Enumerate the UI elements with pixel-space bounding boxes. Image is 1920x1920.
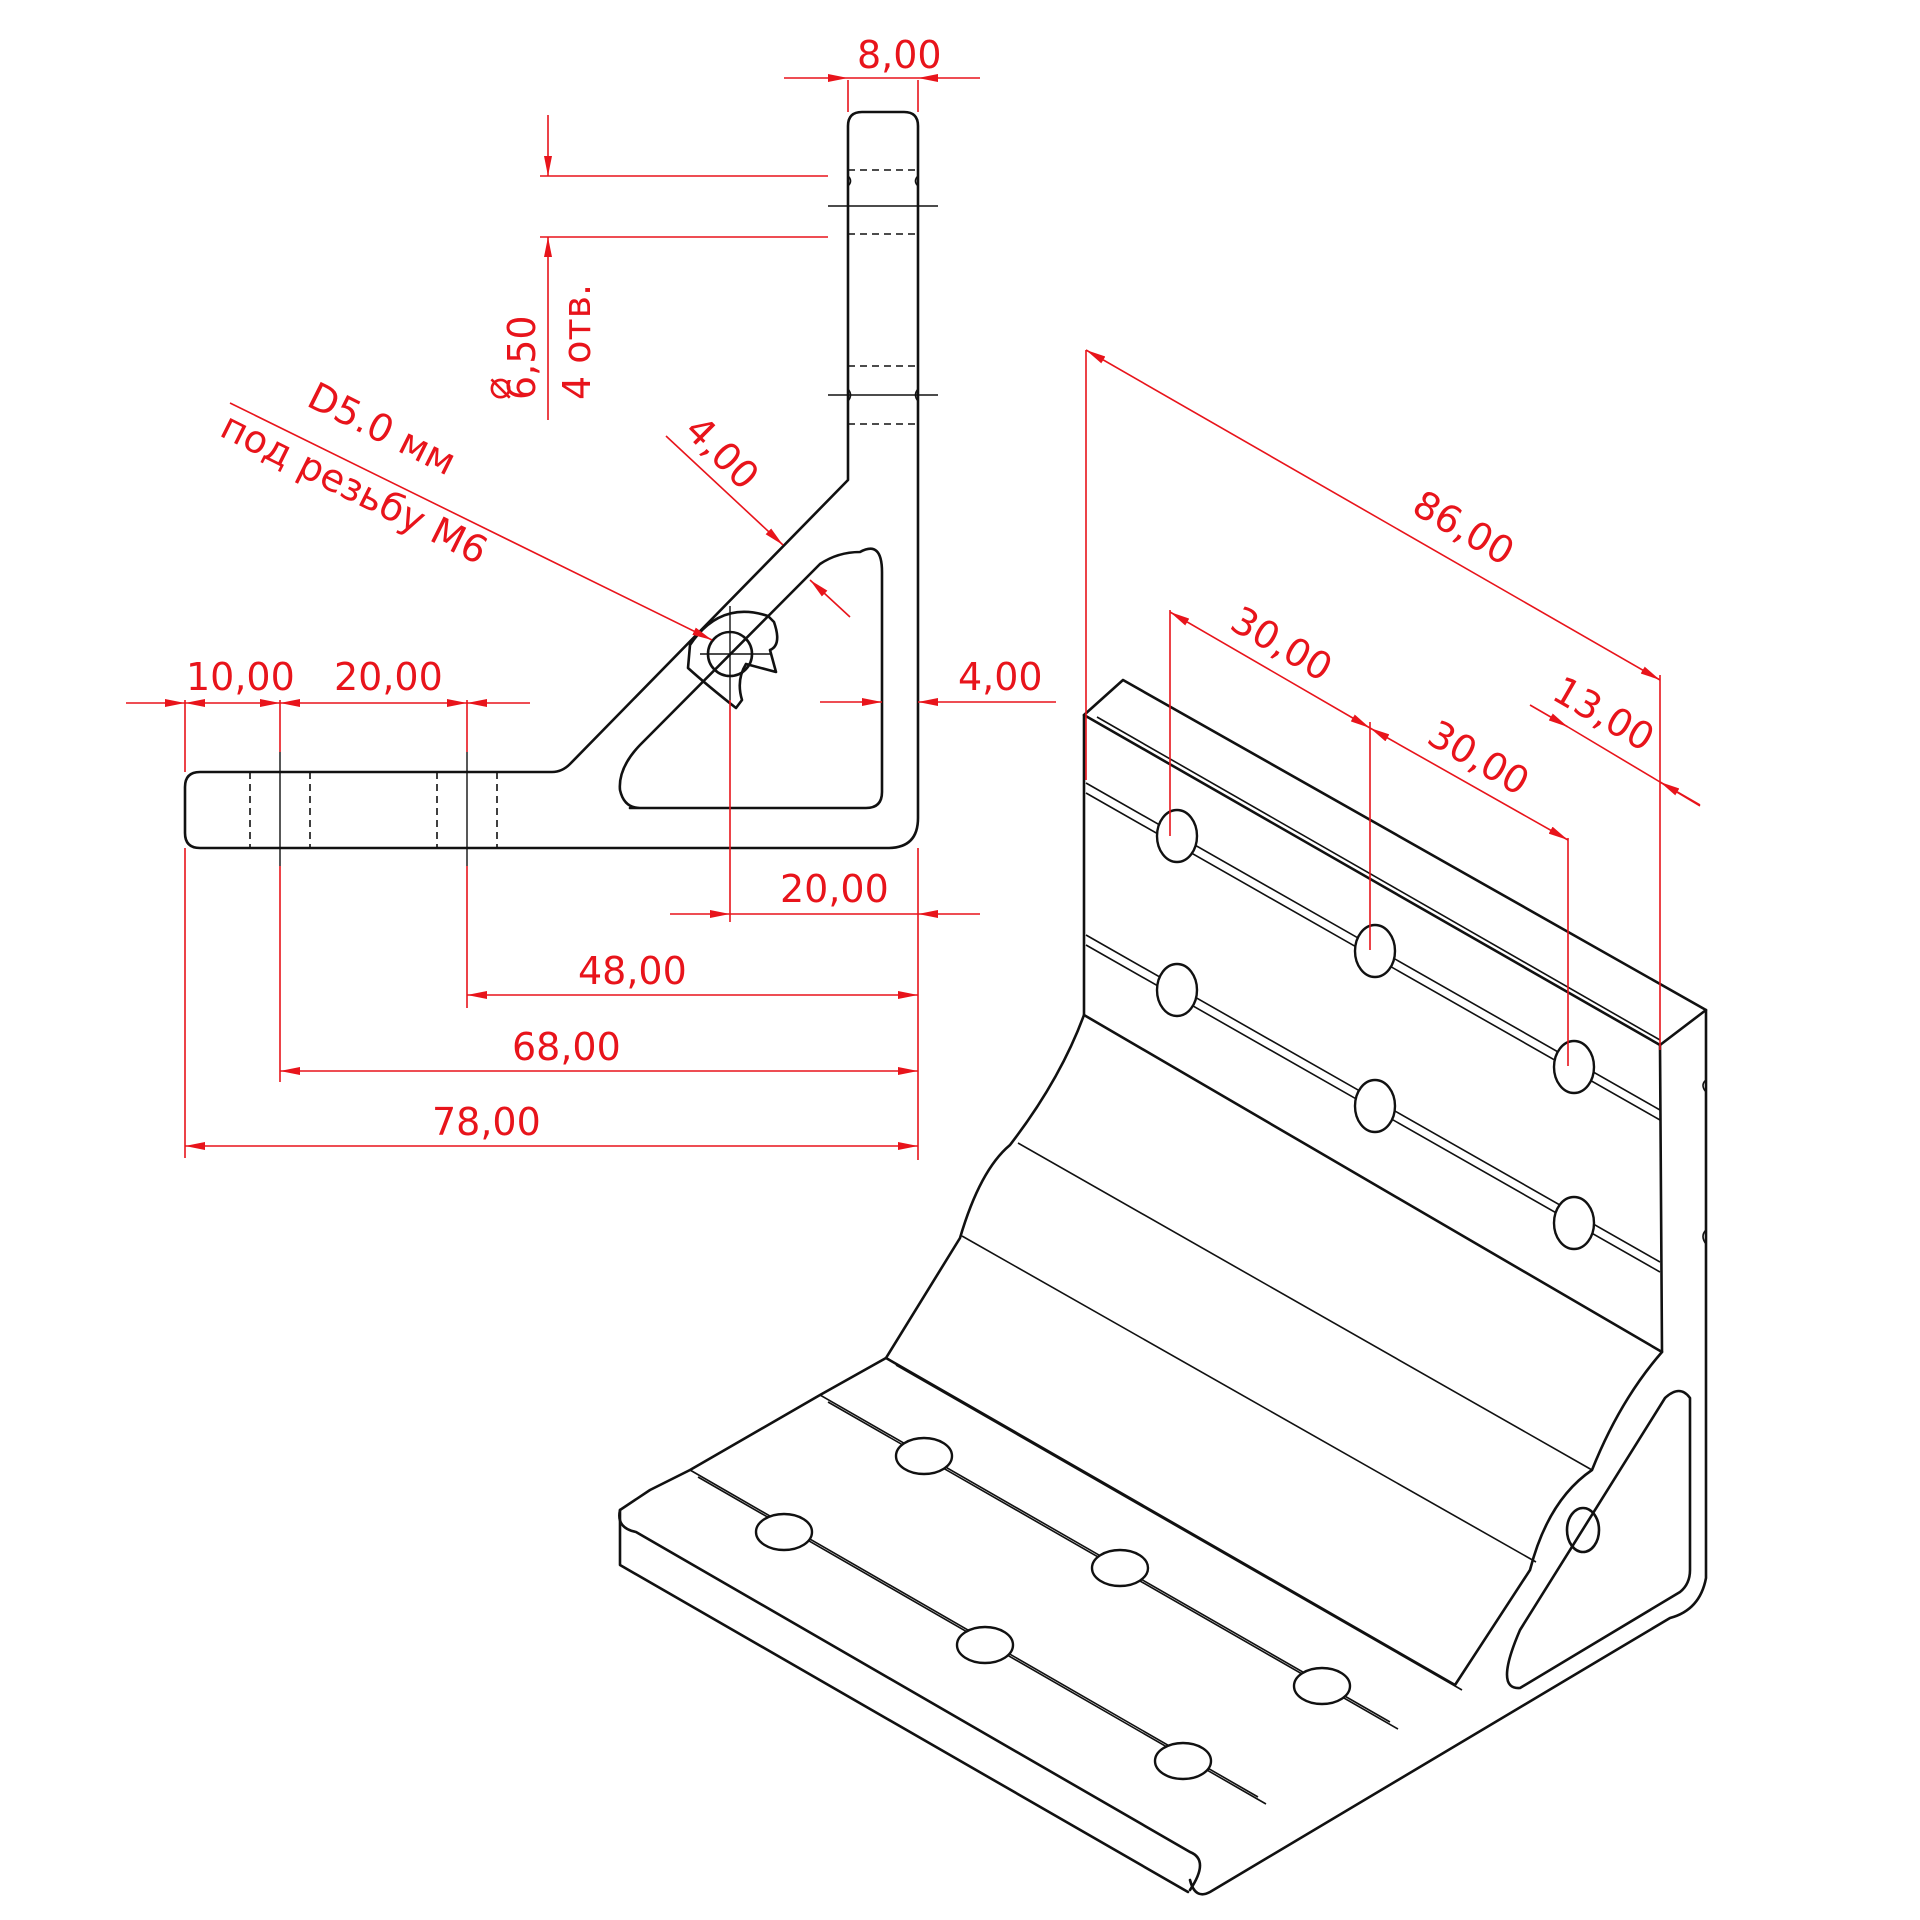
iso-hole — [1353, 923, 1397, 979]
dim-top-width: 8,00 — [857, 33, 942, 77]
dim-center-20: 20,00 — [780, 867, 889, 911]
iso-hole — [754, 1512, 814, 1552]
iso-thread-hole — [1565, 1506, 1601, 1554]
notch-top-1 — [847, 175, 919, 187]
dim-wall-thickness: 4,00 — [958, 655, 1043, 699]
iso-back-edge — [1188, 1008, 1708, 1896]
iso-horizontal-face — [618, 1356, 1190, 1894]
iso-back-notch — [1702, 1079, 1707, 1245]
iso-hole — [1552, 1039, 1596, 1095]
iso-hole — [1153, 1741, 1213, 1781]
isometric-view: 86,00 30,00 30,00 13,00 — [618, 349, 1708, 1896]
iso-hole — [1552, 1195, 1596, 1251]
iso-hole — [1353, 1078, 1397, 1134]
iso-slope-line-1 — [1017, 1142, 1593, 1471]
iso-slope-face — [884, 1013, 1664, 1687]
iso-vertical-face — [1082, 713, 1664, 1354]
profile-cavity — [618, 547, 884, 810]
iso-top-inner — [1096, 716, 1661, 1041]
iso-hole — [955, 1625, 1015, 1665]
dim-hole-diameter: 6,50 — [500, 315, 544, 400]
iso-slope-line-2 — [961, 1235, 1537, 1563]
svg-text:⌀: ⌀ — [475, 377, 519, 400]
iso-hole — [1090, 1548, 1150, 1588]
iso-hole — [1292, 1666, 1352, 1706]
dim-edge-13: 13,00 — [1546, 668, 1662, 761]
thread-hole-slot — [686, 610, 779, 710]
dim-hole-count: 4 отв. — [555, 284, 599, 400]
side-profile-view: 8,00 6,50 ⌀ 4 отв. D5.0 мм под резьбу М6… — [126, 33, 1056, 1160]
iso-hole — [894, 1436, 954, 1476]
profile-outline — [183, 110, 920, 850]
dim-length-86: 86,00 — [1406, 482, 1522, 575]
iso-hole — [1155, 962, 1199, 1018]
dim-span-78: 78,00 — [432, 1100, 541, 1144]
iso-horizontal-front — [618, 1508, 1202, 1892]
iso-slope-line-3 — [895, 1364, 1463, 1691]
iso-hole — [1155, 808, 1199, 864]
dim-span-68: 68,00 — [512, 1025, 621, 1069]
iso-end-triangle — [1505, 1389, 1692, 1690]
dim-left-20: 20,00 — [334, 655, 443, 699]
dim-rib-thickness: 4,00 — [677, 407, 768, 498]
dim-left-10: 10,00 — [186, 655, 295, 699]
dim-span-48: 48,00 — [578, 949, 687, 993]
